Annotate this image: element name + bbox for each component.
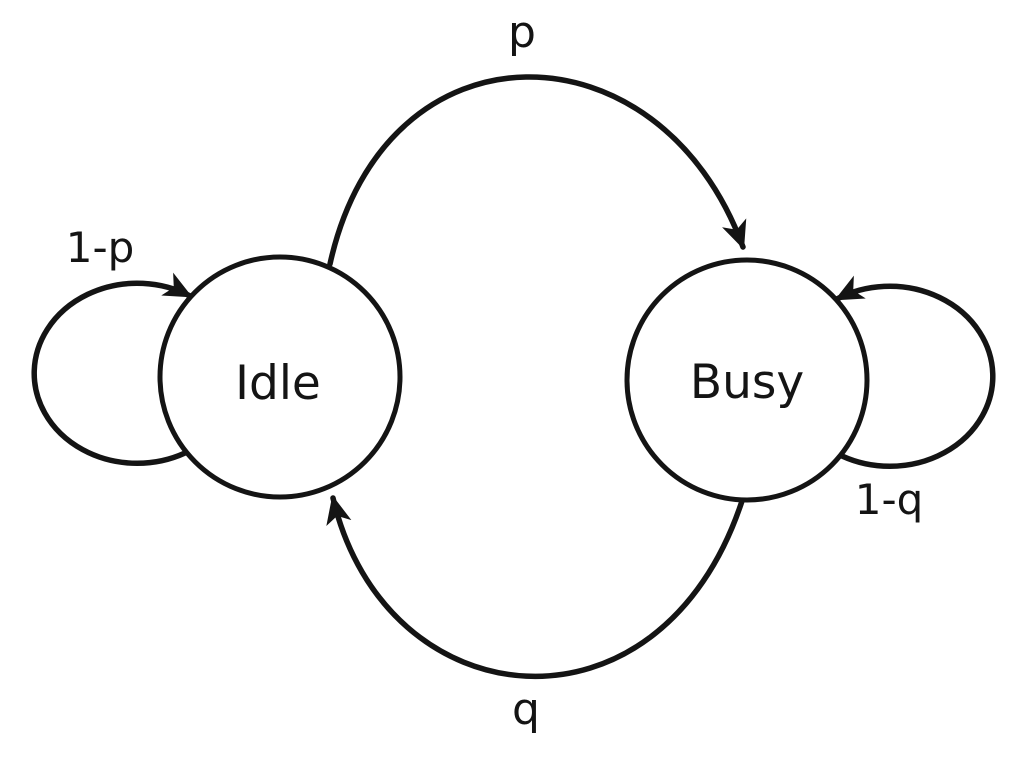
transition-q-arrow xyxy=(326,495,745,679)
self-loop-busy-label: 1-q xyxy=(855,475,924,524)
self-loop-idle-label: 1-p xyxy=(66,223,135,272)
transition-p-label: p xyxy=(508,7,536,58)
transition-q-label: q xyxy=(512,684,540,735)
self-loop-busy-arrow xyxy=(834,275,996,470)
transition-p-arrow xyxy=(327,74,747,267)
state-idle-label: Idle xyxy=(235,356,321,411)
state-busy-node xyxy=(624,257,870,503)
state-idle-node xyxy=(157,254,403,500)
self-loop-idle-arrow xyxy=(31,272,193,467)
state-busy-label: Busy xyxy=(690,355,804,410)
